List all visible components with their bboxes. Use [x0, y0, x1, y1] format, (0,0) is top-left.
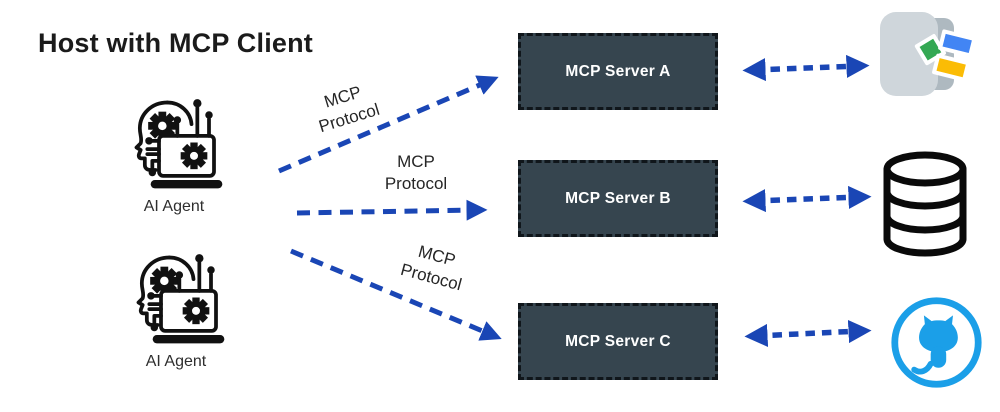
octocat-face [930, 346, 947, 368]
ai-agent-icon [136, 254, 225, 344]
drive-logo [914, 29, 977, 82]
head-skull-outline [165, 100, 194, 127]
octocat-tail [911, 360, 934, 375]
laptop-base [150, 180, 223, 189]
mcp-server-a-label: MCP Server A [565, 62, 671, 80]
ai-agent-1: AI Agent [122, 94, 226, 216]
ai-agent-2: AI Agent [124, 249, 228, 371]
mcp-protocol-arrow-a [278, 75, 499, 174]
ai-agent-icon [134, 99, 223, 189]
ai-agent-label: AI Agent [143, 198, 205, 215]
google-drive-icon [880, 12, 977, 96]
server-b-service-arrow [742, 185, 872, 213]
mcp-server-c-box: MCP Server C [518, 303, 718, 380]
mcp-protocol-label-b: MCP Protocol [384, 152, 448, 193]
drive-yellow-facet [932, 53, 971, 82]
server-c-service-arrow [744, 320, 872, 347]
mcp-server-b-box: MCP Server B [518, 160, 718, 237]
mcp-server-c-label: MCP Server C [565, 332, 671, 350]
head-profile-outline [134, 100, 170, 172]
laptop-base [152, 335, 225, 344]
gear-icon [182, 297, 210, 325]
octocat-head [919, 315, 958, 353]
folder-front [880, 12, 938, 96]
drive-blue-facet [938, 29, 977, 58]
github-icon [891, 297, 982, 388]
mcp-protocol-arrow-c [290, 248, 502, 341]
database-icon [883, 151, 967, 257]
mcp-protocol-arrow-b [296, 199, 488, 221]
diagram-title: Host with MCP Client [38, 28, 314, 58]
gear-icon [180, 142, 208, 170]
server-a-service-arrow [742, 54, 870, 82]
ai-agent-label: AI Agent [145, 353, 207, 370]
github-circle [891, 297, 982, 388]
mcp-server-a-box: MCP Server A [518, 33, 718, 110]
mcp-server-b-label: MCP Server B [565, 189, 671, 207]
